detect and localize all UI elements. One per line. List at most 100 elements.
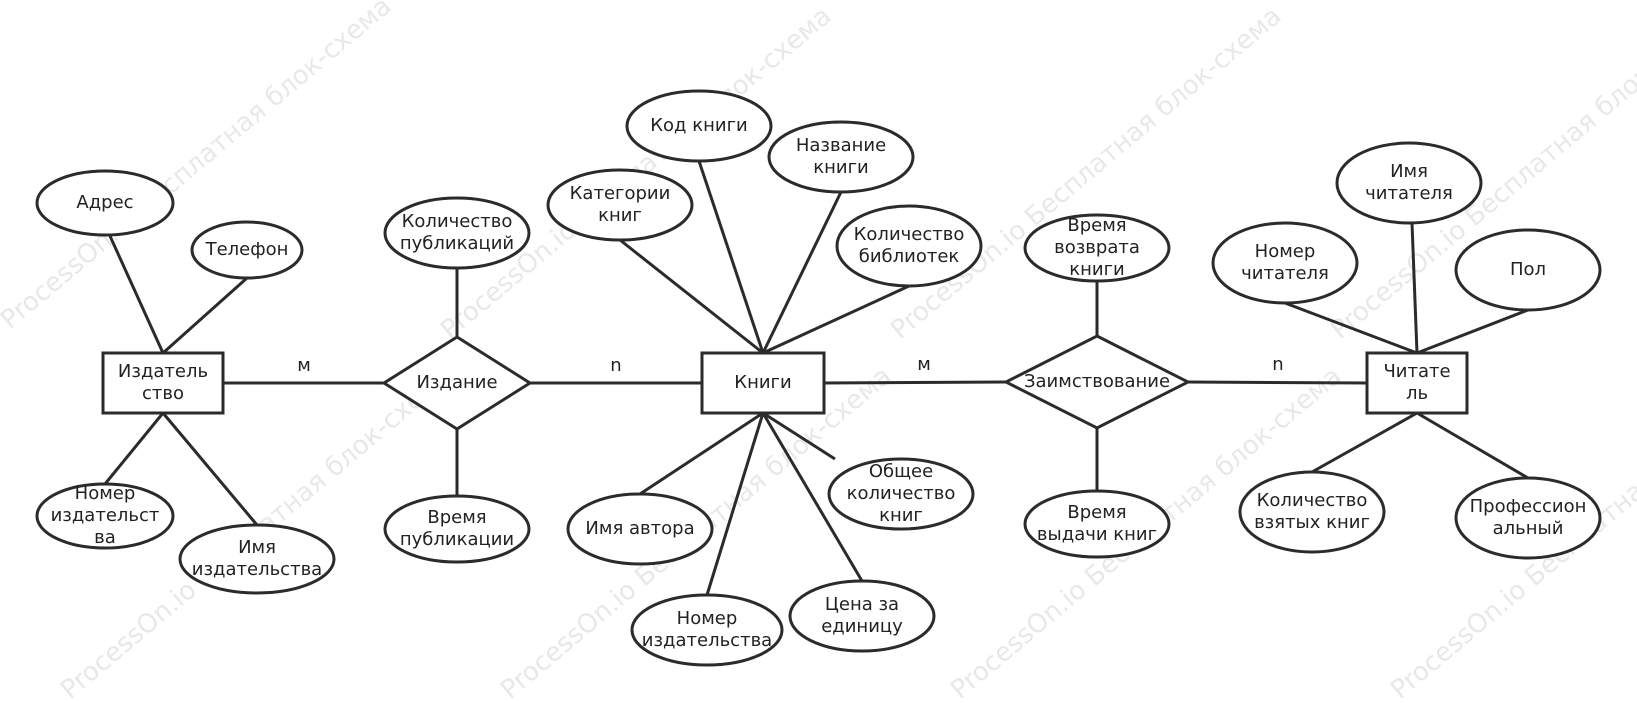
attribute-label-line: Имя bbox=[1390, 161, 1428, 182]
connector-books-borrowing bbox=[823, 380, 1007, 385]
entity-label-line: ство bbox=[142, 383, 184, 404]
attribute-label-line: Название bbox=[796, 135, 886, 156]
entity-label-line: Читате bbox=[1383, 361, 1450, 382]
connector-phone-publisher bbox=[162, 276, 248, 355]
watermark-text: ProcessOn.io Бесплатная блок-схема bbox=[885, 1, 1287, 345]
connector-book_title-books bbox=[761, 191, 843, 354]
entity-shape bbox=[101, 351, 225, 415]
attribute-label-line: издательства bbox=[642, 630, 772, 651]
connector-reader_number-reader bbox=[1284, 301, 1418, 355]
relationship-publication: Издание bbox=[381, 335, 533, 431]
attribute-label-line: Код книги bbox=[650, 115, 747, 136]
attribute-shape bbox=[625, 89, 773, 163]
connector-library_count-books bbox=[762, 284, 910, 355]
attribute-label-line: читателя bbox=[1241, 263, 1329, 284]
attribute-label-line: Номер bbox=[677, 608, 738, 629]
attribute-label-line: Количество bbox=[854, 224, 965, 245]
relationship-label-line: Издание bbox=[416, 372, 497, 393]
attribute-shape bbox=[178, 523, 336, 595]
attribute-label-line: Количество bbox=[402, 211, 513, 232]
cardinality-label: n bbox=[1272, 354, 1283, 375]
connector-borrowing-reader bbox=[1187, 380, 1368, 385]
attribute-shape bbox=[546, 168, 694, 242]
attribute-label-line: книги bbox=[1069, 259, 1125, 280]
connector-author_name-books bbox=[639, 411, 764, 496]
attribute-label-line: Телефон bbox=[205, 239, 289, 260]
attribute-label-line: издательства bbox=[192, 559, 322, 580]
attribute-book-code: Код книги bbox=[625, 89, 773, 163]
attribute-label-line: публикаций bbox=[400, 233, 514, 254]
attribute-label-line: Общее bbox=[869, 461, 933, 482]
relationship-label-line: Заимствование bbox=[1024, 371, 1170, 392]
connector-layer bbox=[103, 160, 1529, 596]
relationship-shape bbox=[381, 335, 533, 431]
entity-label-line: Книги bbox=[734, 372, 791, 393]
entity-label-line: Издатель bbox=[118, 361, 208, 382]
attribute-label-line: Номер bbox=[75, 483, 136, 504]
attribute-label-line: Время bbox=[1067, 215, 1126, 236]
attribute-shape bbox=[788, 579, 936, 653]
attribute-label-line: Адрес bbox=[76, 192, 133, 213]
connector-address-publisher bbox=[108, 235, 165, 354]
attribute-shape bbox=[383, 494, 531, 564]
attribute-label-line: Профессион bbox=[1470, 496, 1587, 517]
attribute-shape bbox=[630, 593, 784, 667]
attribute-label-line: альный bbox=[1493, 518, 1564, 539]
attribute-shape bbox=[1238, 470, 1386, 554]
entity-label-line: ль bbox=[1406, 383, 1428, 404]
connector-total_books-books bbox=[762, 411, 836, 461]
attribute-shape bbox=[835, 204, 983, 288]
attribute-shape bbox=[566, 492, 714, 566]
connector-book_code-books bbox=[697, 160, 765, 354]
relationship-borrowing: Заимствование bbox=[1002, 334, 1192, 430]
connector-book_categories-books bbox=[619, 238, 764, 355]
connector-profession-reader bbox=[1416, 411, 1529, 480]
entity-books: Книги bbox=[700, 351, 826, 415]
attribute-shape bbox=[1211, 221, 1359, 305]
connector-books_taken-reader bbox=[1311, 411, 1418, 474]
attribute-shape bbox=[1023, 213, 1171, 283]
attribute-shape bbox=[1335, 141, 1483, 225]
connector-publisher_name-publisher bbox=[161, 412, 259, 526]
entity-shape bbox=[700, 351, 826, 415]
attribute-label-line: книг bbox=[879, 505, 923, 526]
attribute-label-line: Время bbox=[1067, 502, 1126, 523]
attribute-label-line: издательст bbox=[51, 505, 160, 526]
relationship-shape bbox=[1002, 334, 1192, 430]
connector-unit_price-books bbox=[761, 412, 864, 582]
attribute-label-line: Количество bbox=[1257, 490, 1368, 511]
attribute-label-line: библиотек bbox=[859, 246, 960, 267]
attribute-label-line: выдачи книг bbox=[1037, 524, 1157, 545]
attribute-label-line: Категории bbox=[570, 183, 671, 204]
cardinality-label: м bbox=[297, 355, 311, 376]
attribute-shape bbox=[1454, 476, 1602, 560]
attribute-label-line: количество bbox=[847, 483, 956, 504]
attribute-label-line: книги bbox=[813, 157, 869, 178]
attribute-label-line: книг bbox=[598, 205, 642, 226]
attribute-label-line: единицу bbox=[821, 616, 903, 637]
attribute-label-line: Цена за bbox=[825, 594, 899, 615]
connector-book_publisher_number-books bbox=[705, 412, 765, 596]
cardinality-label: м bbox=[917, 354, 931, 375]
attribute-shape bbox=[35, 169, 175, 237]
attribute-label-line: возврата bbox=[1054, 237, 1140, 258]
connector-gender-reader bbox=[1416, 308, 1529, 355]
attribute-shape bbox=[827, 457, 975, 531]
connector-reader_name-reader bbox=[1410, 222, 1419, 354]
